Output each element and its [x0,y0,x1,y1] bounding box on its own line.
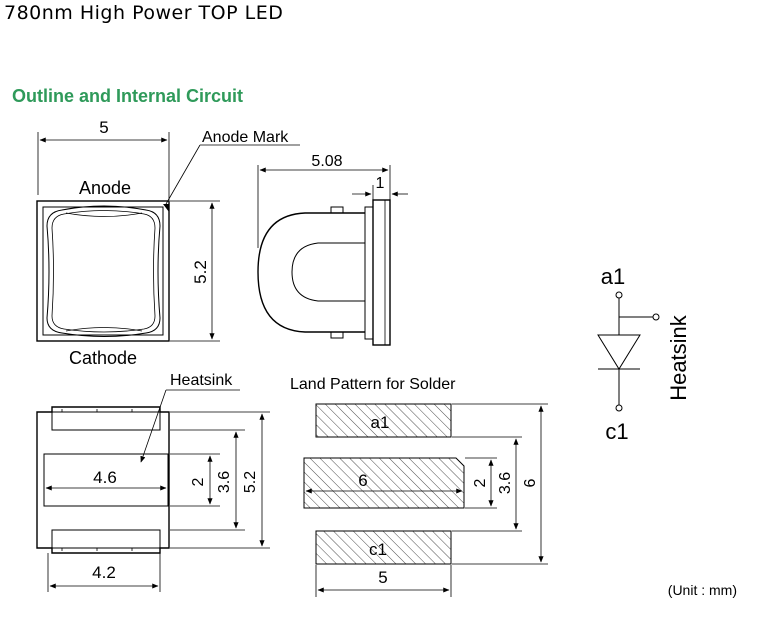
internal-circuit: a1 c1 Heatsink [597,264,691,444]
top-lens-highlight-bottom [65,327,143,332]
anode-mark-leader [165,144,201,205]
bottom-lead-ticks [61,409,133,551]
bottom-pad-top [51,411,161,431]
circuit-anode-label: a1 [601,264,625,289]
land-dim-2: 2 [472,478,489,487]
circuit-heatsink-label: Heatsink [666,314,691,401]
land-dim-6: 6 [522,478,539,487]
anode-mark-notch [163,204,169,212]
side-body-step [364,206,374,340]
heatsink-leader [140,389,167,463]
land-pad-a1-label: a1 [371,413,390,432]
section-title: Outline and Internal Circuit [12,86,244,106]
land-dim-5: 5 [378,568,387,587]
bottom-dim-2: 2 [190,477,207,486]
top-lens-outer [46,205,161,337]
dim-width-5: 5 [99,118,108,137]
top-package-inner [42,206,164,336]
heatsink-label: Heatsink [170,372,233,389]
top-package-outline [36,200,170,342]
anode-mark-label: Anode Mark [202,129,289,146]
page-title: 780nm High Power TOP LED [4,2,284,24]
side-lens-inner [291,242,365,302]
land-pattern: Land Pattern for Solder a1 6 c1 2 3.6 6 … [290,376,548,597]
side-lens-outer [257,212,365,333]
bottom-heatsink-pad [43,453,169,507]
bottom-dim-4-2: 4.2 [92,563,116,582]
diode-triangle-icon [597,334,641,370]
land-pad-a1 [315,403,452,438]
side-flange [372,199,391,346]
dim-height-5-2: 5.2 [191,260,210,284]
land-pad-center [303,457,465,509]
bottom-dim-4-6: 4.6 [93,468,117,487]
side-view: 5.08 1 [257,153,408,346]
circuit-cathode-terminal [615,404,623,412]
bottom-pad-bottom [51,529,161,549]
circuit-heatsink-terminal [652,313,660,321]
land-pad-c1 [315,530,452,565]
land-pad-center-label: 6 [358,471,367,490]
circuit-cathode-label: c1 [605,419,628,444]
cathode-label: Cathode [69,348,137,368]
land-dim-3-6: 3.6 [497,472,514,494]
side-dim-1: 1 [376,175,385,192]
bottom-dim-5-2: 5.2 [242,471,259,493]
top-lens-highlight-top [65,212,143,217]
bottom-view: Heatsink 4.6 2 3.6 5.2 4.2 [36,372,270,592]
top-view: 5 Anode Mark Anode Cathode 5.2 [36,118,300,368]
circuit-anode-terminal [615,291,623,299]
top-lens-inner [51,210,156,333]
bottom-dim-3-6: 3.6 [216,471,233,493]
side-lead-bottom [330,331,344,339]
anode-label: Anode [79,178,131,198]
unit-note: (Unit : mm) [668,582,737,598]
land-pattern-title: Land Pattern for Solder [290,376,456,393]
side-lead-top [330,206,344,214]
land-pad-c1-label: c1 [369,540,387,559]
side-dim-5-08: 5.08 [311,153,342,170]
